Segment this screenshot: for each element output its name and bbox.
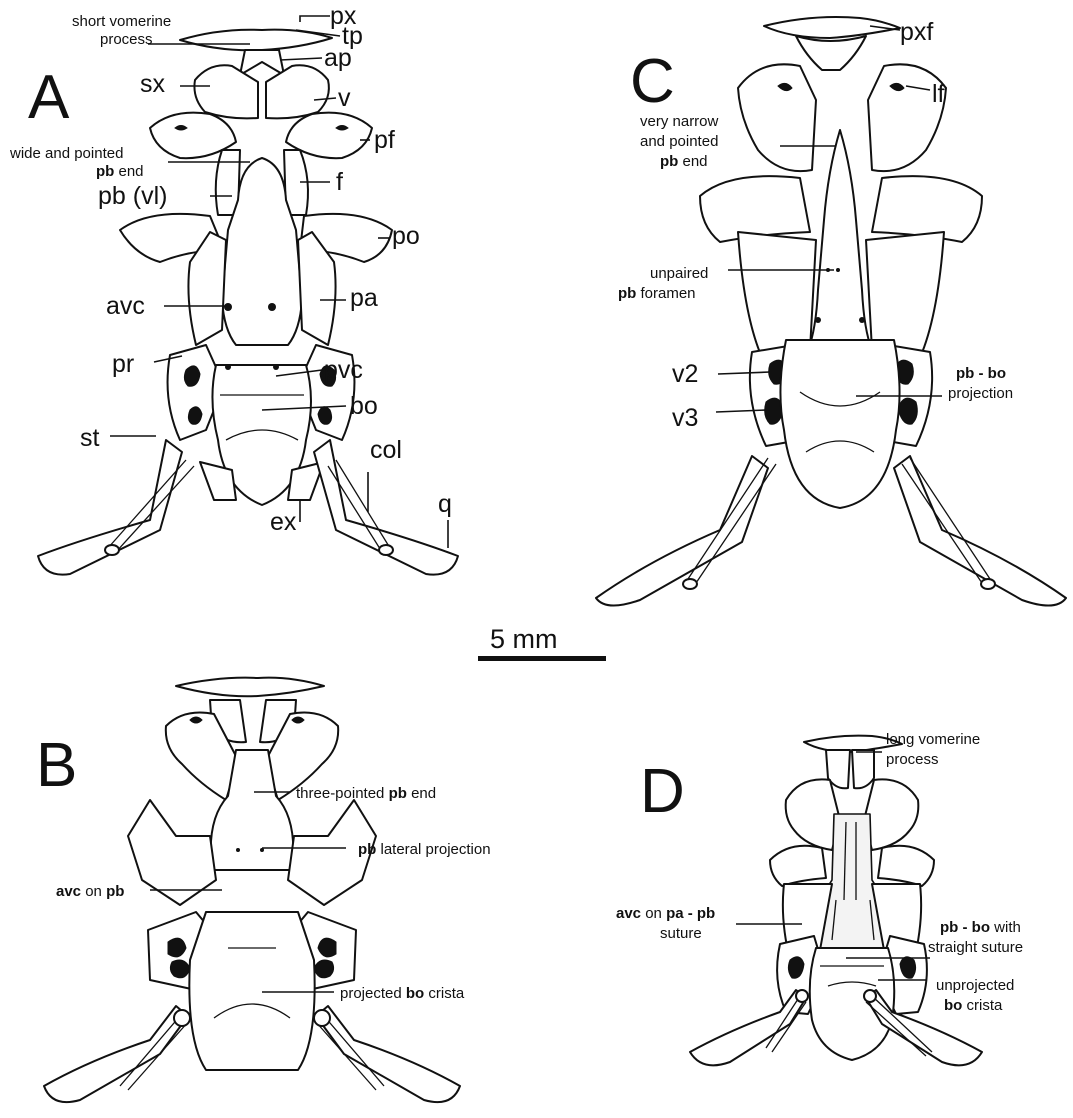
label-v2: v2	[672, 360, 698, 388]
label-avc-pa-pb-1: avc on pa - pb	[616, 905, 715, 922]
label-avc-pa-pb-2: suture	[660, 925, 702, 942]
label-ex: ex	[270, 508, 297, 536]
label-projected-bo: projected bo crista	[340, 985, 465, 1002]
label-pbbo-1: pb - bo	[956, 365, 1006, 382]
label-st: st	[80, 424, 100, 452]
label-pr: pr	[112, 350, 134, 378]
label-unpaired-2: pb foramen	[618, 285, 696, 302]
label-ap: ap	[324, 44, 352, 72]
label-v3: v3	[672, 404, 698, 432]
panel-a-drawing	[38, 30, 458, 575]
panel-b-letter: B	[36, 731, 77, 800]
label-q: q	[438, 490, 452, 518]
label-wide-pointed-1: wide and pointed	[9, 145, 123, 162]
label-sx: sx	[140, 70, 166, 98]
label-pf: pf	[374, 126, 395, 154]
label-avc: avc	[106, 292, 145, 320]
label-unpaired-1: unpaired	[650, 265, 708, 282]
label-unprojected-1: unprojected	[936, 977, 1014, 994]
label-pb-vl: pb (vl)	[98, 182, 167, 210]
panel-c-letter: C	[630, 47, 675, 116]
label-pxf: pxf	[900, 18, 933, 46]
label-long-vomerine-1: long vomerine	[886, 731, 980, 748]
label-pa: pa	[350, 284, 378, 312]
label-short-vomerine-1: short vomerine	[72, 13, 171, 30]
label-three-pointed: three-pointed pb end	[296, 785, 436, 802]
label-pb-lateral: pb lateral projection	[358, 841, 491, 858]
label-lf: lf	[932, 80, 945, 108]
label-short-vomerine-2: process	[100, 31, 153, 48]
label-po: po	[392, 222, 420, 250]
label-pvc: pvc	[324, 356, 363, 384]
label-avc-on-pb: avc on pb	[56, 883, 124, 900]
panel-a-letter: A	[28, 63, 70, 132]
label-pbbo-straight-2: straight suture	[928, 939, 1023, 956]
label-long-vomerine-2: process	[886, 751, 939, 768]
scale-bar-line	[478, 656, 606, 661]
label-v: v	[338, 84, 351, 112]
label-col: col	[370, 436, 402, 464]
label-wide-pointed-2: pb end	[96, 163, 144, 180]
label-bo: bo	[350, 392, 378, 420]
scale-bar: 5 mm	[478, 624, 606, 661]
label-narrow-2: and pointed	[640, 133, 718, 150]
scale-bar-label: 5 mm	[490, 624, 558, 654]
label-pbbo-straight-1: pb - bo with	[940, 919, 1021, 936]
label-narrow-1: very narrow	[640, 113, 719, 130]
label-f: f	[336, 168, 343, 196]
label-unprojected-2: bo crista	[944, 997, 1003, 1014]
label-narrow-3: pb end	[660, 153, 708, 170]
label-pbbo-2: projection	[948, 385, 1013, 402]
panel-d-letter: D	[640, 757, 685, 826]
panel-d-drawing	[690, 736, 982, 1066]
